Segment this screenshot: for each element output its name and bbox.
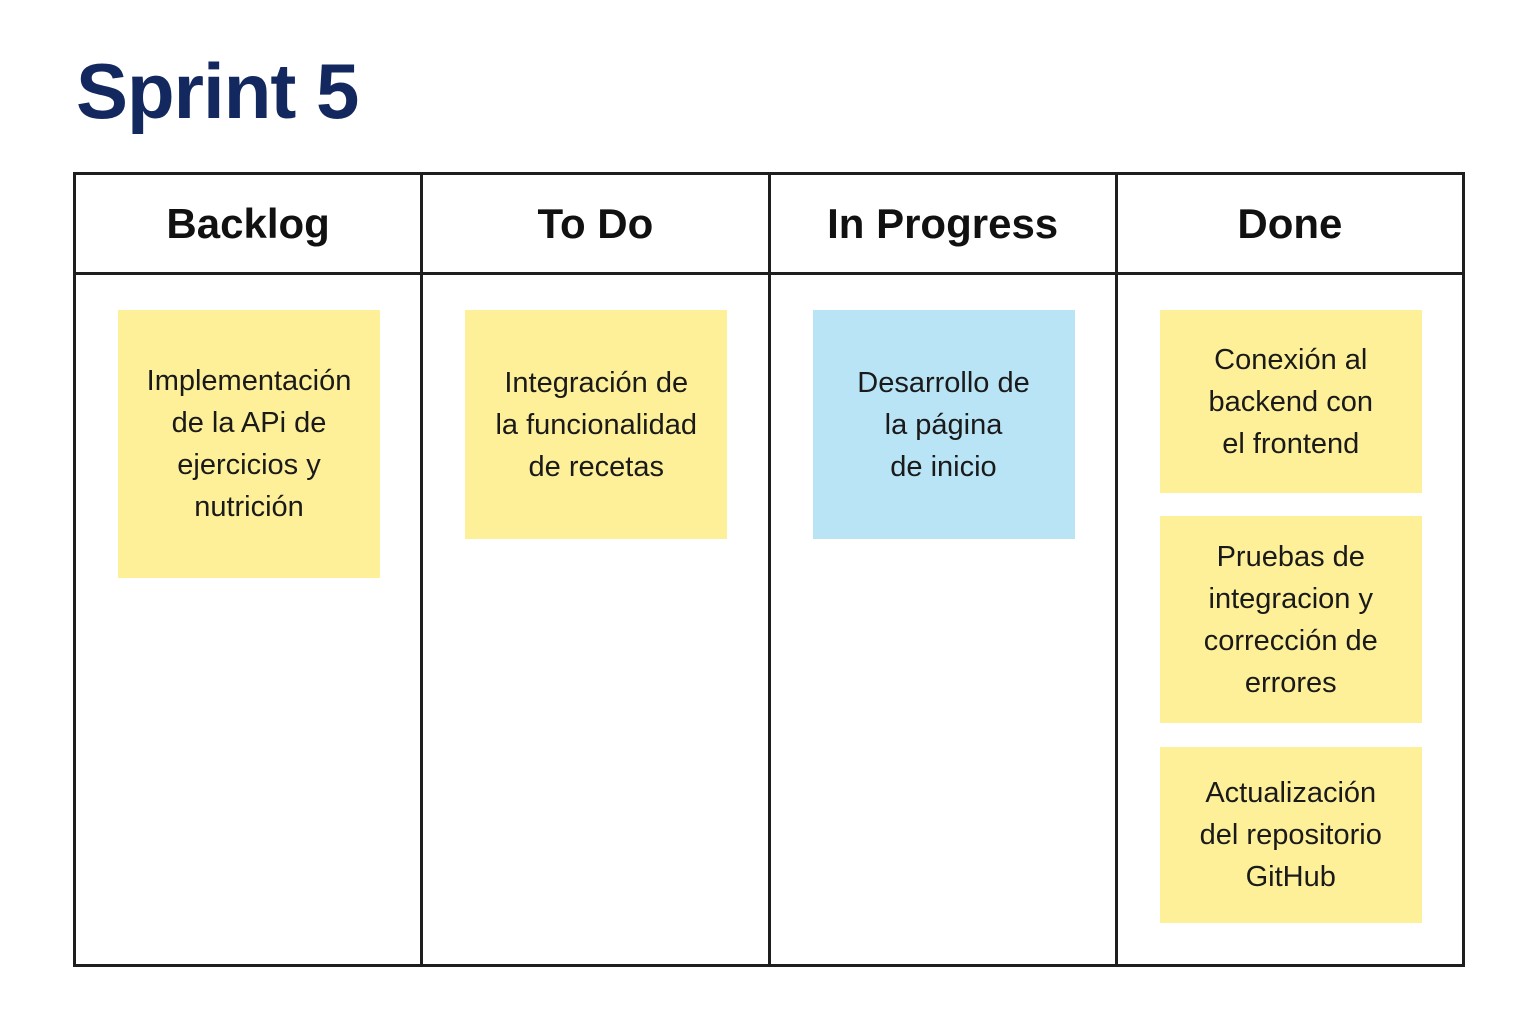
column-header-in-progress: In Progress [770,175,1115,275]
sticky-note[interactable]: Actualización del repositorio GitHub [1159,747,1422,923]
board-title: Sprint 5 [76,47,359,135]
sticky-note[interactable]: Implementación de la APi de ejercicios y… [118,310,380,578]
column-backlog: Backlog Implementación de la APi de ejer… [76,175,424,964]
column-header-done: Done [1117,175,1462,275]
column-done: Done Conexión al backend con el frontend… [1117,175,1462,964]
column-header-todo: To Do [423,175,768,275]
sticky-note[interactable]: Pruebas de integracion y corrección de e… [1159,516,1422,723]
sticky-note[interactable]: Desarrollo de la página de inicio [812,310,1075,539]
column-header-backlog: Backlog [76,175,421,275]
column-todo: To Do Integración de la funcionalidad de… [423,175,771,964]
sticky-note[interactable]: Conexión al backend con el frontend [1159,310,1422,493]
sticky-note[interactable]: Integración de la funcionalidad de recet… [465,310,728,539]
column-in-progress: In Progress Desarrollo de la página de i… [770,175,1118,964]
kanban-board: Backlog Implementación de la APi de ejer… [73,172,1465,967]
